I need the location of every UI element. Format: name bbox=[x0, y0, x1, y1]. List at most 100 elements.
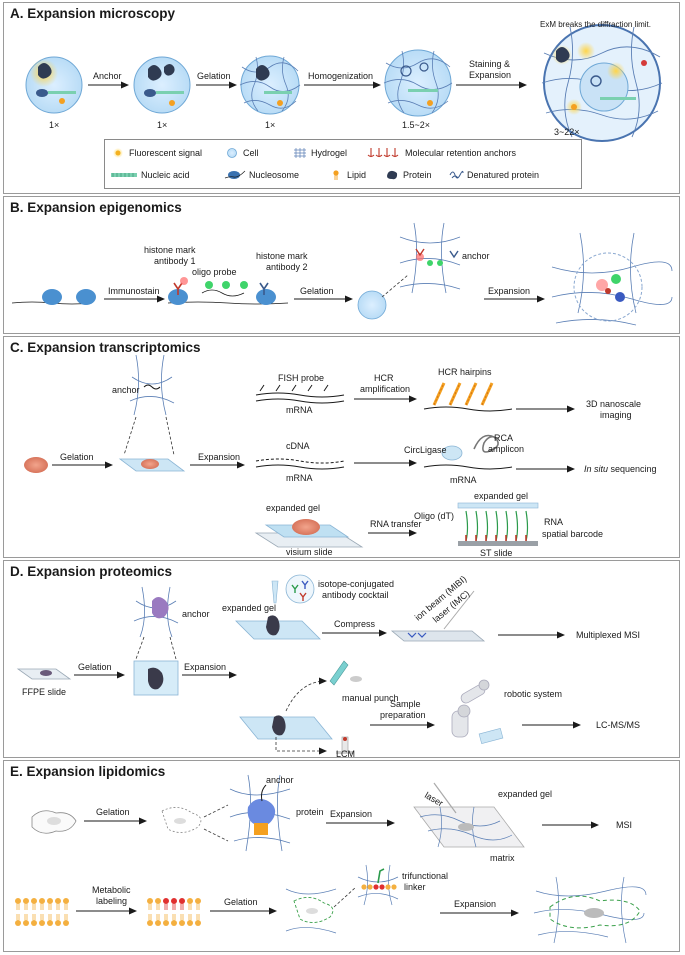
label-mrna-3: mRNA bbox=[450, 475, 477, 485]
label-imaging-line1: 3D nanoscale bbox=[586, 399, 641, 409]
label-isotope-line1: isotope-conjugated bbox=[318, 579, 394, 589]
label-compress: Compress bbox=[334, 619, 376, 629]
gel-cell-labeled bbox=[285, 886, 357, 934]
legend-fluorescent-label: Fluorescent signal bbox=[129, 148, 203, 158]
label-antibody1-line2: antibody 1 bbox=[154, 256, 196, 266]
panel-e-title: E. Expansion lipidomics bbox=[10, 764, 166, 779]
label-anchor-b: anchor bbox=[462, 251, 490, 261]
factor-3: 1× bbox=[265, 120, 275, 130]
panel-d-diagram: FFPE slide Gelation anchor Expansion exp… bbox=[16, 574, 640, 759]
visium-slide bbox=[254, 519, 364, 548]
panel-e-diagram: Gelation anchor protein Expansion laser … bbox=[15, 774, 647, 944]
cell-outline-e bbox=[31, 810, 77, 834]
legend-anchors-label: Molecular retention anchors bbox=[405, 148, 517, 158]
step-gelation-c: Gelation bbox=[60, 452, 94, 462]
panel-a-expansion-microscopy: A. Expansion microscopy 1× Anchor 1× Gel… bbox=[3, 2, 680, 194]
label-expanded-gel-e: expanded gel bbox=[498, 789, 552, 799]
expanded-gel-matrix bbox=[413, 782, 525, 848]
legend-lipid: Lipid bbox=[329, 170, 366, 180]
panel-c-diagram: Gelation anchor Expansion FISH probe mRN… bbox=[24, 354, 657, 558]
label-sample-line2: preparation bbox=[380, 710, 426, 720]
label-oligo-probe: oligo probe bbox=[192, 267, 237, 277]
insitu-rest: sequencing bbox=[608, 464, 657, 474]
trifunctional-linker-inset bbox=[357, 864, 399, 906]
gel-cell-e bbox=[161, 804, 229, 842]
label-antibody2-line2: antibody 2 bbox=[266, 262, 308, 272]
label-expanded-gel-d: expanded gel bbox=[222, 603, 276, 613]
panel-d-title: D. Expansion proteomics bbox=[10, 564, 173, 579]
legend-denatured-label: Denatured protein bbox=[467, 170, 540, 180]
step-staining-line1: Staining & bbox=[469, 59, 510, 69]
legend-cell-label: Cell bbox=[243, 148, 259, 158]
legend-protein: Protein bbox=[385, 170, 432, 180]
label-cdna: cDNA bbox=[286, 441, 310, 451]
label-rca-line1: RCA bbox=[494, 433, 513, 443]
label-manual-punch: manual punch bbox=[342, 693, 399, 703]
legend-lipid-label: Lipid bbox=[347, 170, 367, 180]
label-rna: RNA bbox=[544, 517, 563, 527]
step-gelation-e: Gelation bbox=[96, 807, 130, 817]
cell-icon bbox=[227, 148, 237, 158]
label-metabolic-line2: labeling bbox=[96, 896, 127, 906]
legend-nucleic-label: Nucleic acid bbox=[141, 170, 190, 180]
label-rca-line2: amplicon bbox=[488, 444, 524, 454]
nucleic-acid-icon bbox=[111, 173, 137, 177]
panel-b-title: B. Expansion epigenomics bbox=[10, 200, 182, 215]
nucleosome-icon bbox=[224, 170, 246, 179]
stained-chromatin bbox=[167, 277, 289, 305]
gel-tissue-d bbox=[133, 586, 179, 696]
membrane-bilayer-2-labeled bbox=[147, 898, 201, 926]
panel-b-diagram: Immunostain histone mark antibody 1 olig… bbox=[11, 222, 673, 326]
step-expansion-e2: Expansion bbox=[454, 899, 496, 909]
st-slide bbox=[457, 502, 539, 546]
membrane-bilayer-1 bbox=[15, 898, 69, 926]
fish-probe-strand bbox=[255, 384, 345, 404]
factor-5: 3~22× bbox=[554, 127, 580, 137]
label-sample-line1: Sample bbox=[390, 699, 421, 709]
step-expansion-d: Expansion bbox=[184, 662, 226, 672]
fluorescent-icon bbox=[113, 148, 123, 158]
exm-note: ExM breaks the diffraction limit. bbox=[540, 20, 651, 29]
ffpe-slide bbox=[16, 668, 72, 680]
step-immunostain: Immunostain bbox=[108, 286, 160, 296]
expanded-nucleus-b bbox=[551, 232, 673, 326]
label-isotope-line2: antibody cocktail bbox=[322, 590, 389, 600]
label-imaging-line2: imaging bbox=[600, 410, 632, 420]
label-fish-probe: FISH probe bbox=[278, 373, 324, 383]
legend-nucleic: Nucleic acid bbox=[111, 170, 190, 180]
label-anchor-d: anchor bbox=[182, 609, 210, 619]
label-oligo-dt: Oligo (dT) bbox=[414, 511, 454, 521]
label-ffpe-slide: FFPE slide bbox=[22, 687, 66, 697]
label-circligase: CircLigase bbox=[404, 445, 447, 455]
chromatin-fiber bbox=[11, 289, 96, 305]
label-multiplexed-msi: Multiplexed MSI bbox=[576, 630, 640, 640]
legend-nucleosome: Nucleosome bbox=[224, 170, 300, 180]
step-gelation-e2: Gelation bbox=[224, 897, 258, 907]
step-staining-line2: Expansion bbox=[469, 70, 511, 80]
panel-d-expansion-proteomics: D. Expansion proteomics FFPE slide Gelat… bbox=[3, 560, 680, 759]
step-gelation-b: Gelation bbox=[300, 286, 334, 296]
protein-icon bbox=[387, 170, 398, 180]
label-st-slide: ST slide bbox=[480, 548, 512, 558]
factor-1: 1× bbox=[49, 120, 59, 130]
compressed-slide bbox=[390, 590, 486, 642]
step-expansion-b: Expansion bbox=[488, 286, 530, 296]
label-anchor-c: anchor bbox=[112, 385, 140, 395]
label-protein-e: protein bbox=[296, 807, 324, 817]
cell-stage-5-expanded bbox=[541, 24, 663, 142]
gel-zoom-inset bbox=[399, 222, 461, 294]
label-expanded-gel-c: expanded gel bbox=[266, 503, 320, 513]
legend-protein-label: Protein bbox=[403, 170, 432, 180]
legend-nucleosome-label: Nucleosome bbox=[249, 170, 300, 180]
hcr-hairpins-strand bbox=[423, 382, 513, 412]
label-trifunctional-line1: trifunctional bbox=[402, 871, 448, 881]
step-homogenization-label: Homogenization bbox=[308, 71, 373, 81]
label-lcm: LCM bbox=[336, 749, 355, 759]
legend-box: Fluorescent signal Cell Hydrogel Molecul… bbox=[104, 139, 582, 189]
antibody-cocktail bbox=[285, 574, 315, 604]
label-hcr-line2: amplification bbox=[360, 384, 410, 394]
step-expansion-e: Expansion bbox=[330, 809, 372, 819]
label-hcr-line1: HCR bbox=[374, 373, 394, 383]
step-anchor-label: Anchor bbox=[93, 71, 122, 81]
legend-hydrogel-label: Hydrogel bbox=[311, 148, 348, 158]
